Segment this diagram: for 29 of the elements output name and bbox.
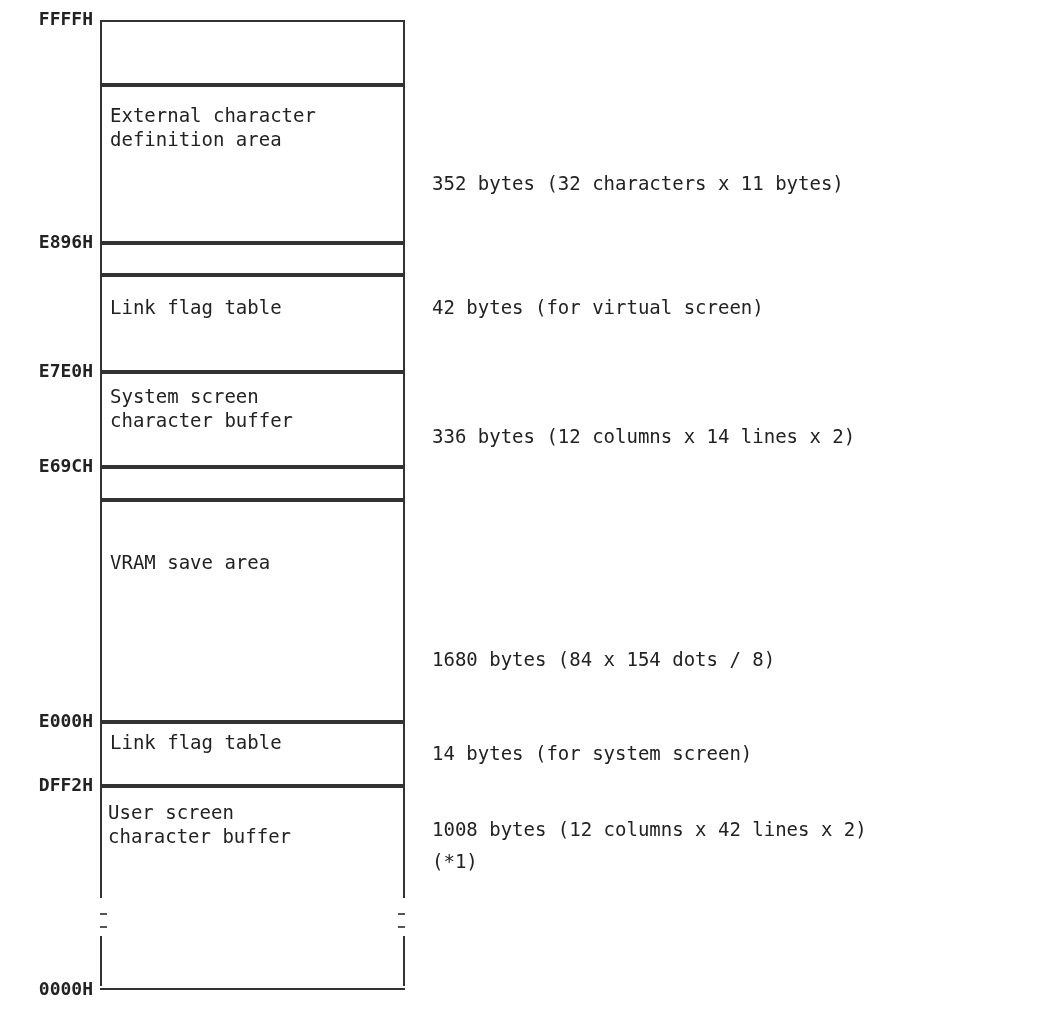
size-note: 1680 bytes (84 x 154 dots / 8) [432,648,776,670]
memory-segment [100,500,405,722]
memory-segment [100,85,405,243]
size-note: (*1) [432,850,478,872]
segment-name: System screen character buffer [110,384,295,432]
address-label: FFFFH [37,8,93,29]
segment-name: Link flag table [110,295,283,319]
address-label: E7E0H [37,360,93,381]
segment-name: External character definition area [110,103,317,151]
address-label: E69CH [37,455,93,476]
address-label: 0000H [37,978,93,999]
memory-block [100,467,405,500]
size-note: 42 bytes (for virtual screen) [432,296,764,318]
memory-segment [100,275,405,372]
address-label: E896H [37,231,93,252]
memory-segment [100,372,405,467]
segment-name: Link flag table [110,730,283,754]
size-note: 352 bytes (32 characters x 11 bytes) [432,172,844,194]
memory-segment [100,786,405,990]
memory-block [100,20,405,85]
segment-name: VRAM save area [110,550,272,574]
size-note: 336 bytes (12 columns x 14 lines x 2) [432,425,856,447]
size-note: 14 bytes (for system screen) [432,742,753,764]
address-label: E000H [37,710,93,731]
address-label: DFF2H [37,774,93,795]
memory-block [100,243,405,275]
size-note: 1008 bytes (12 columns x 42 lines x 2) [432,818,867,840]
segment-name: User screen character buffer [108,800,293,848]
memory-segment [100,722,405,786]
